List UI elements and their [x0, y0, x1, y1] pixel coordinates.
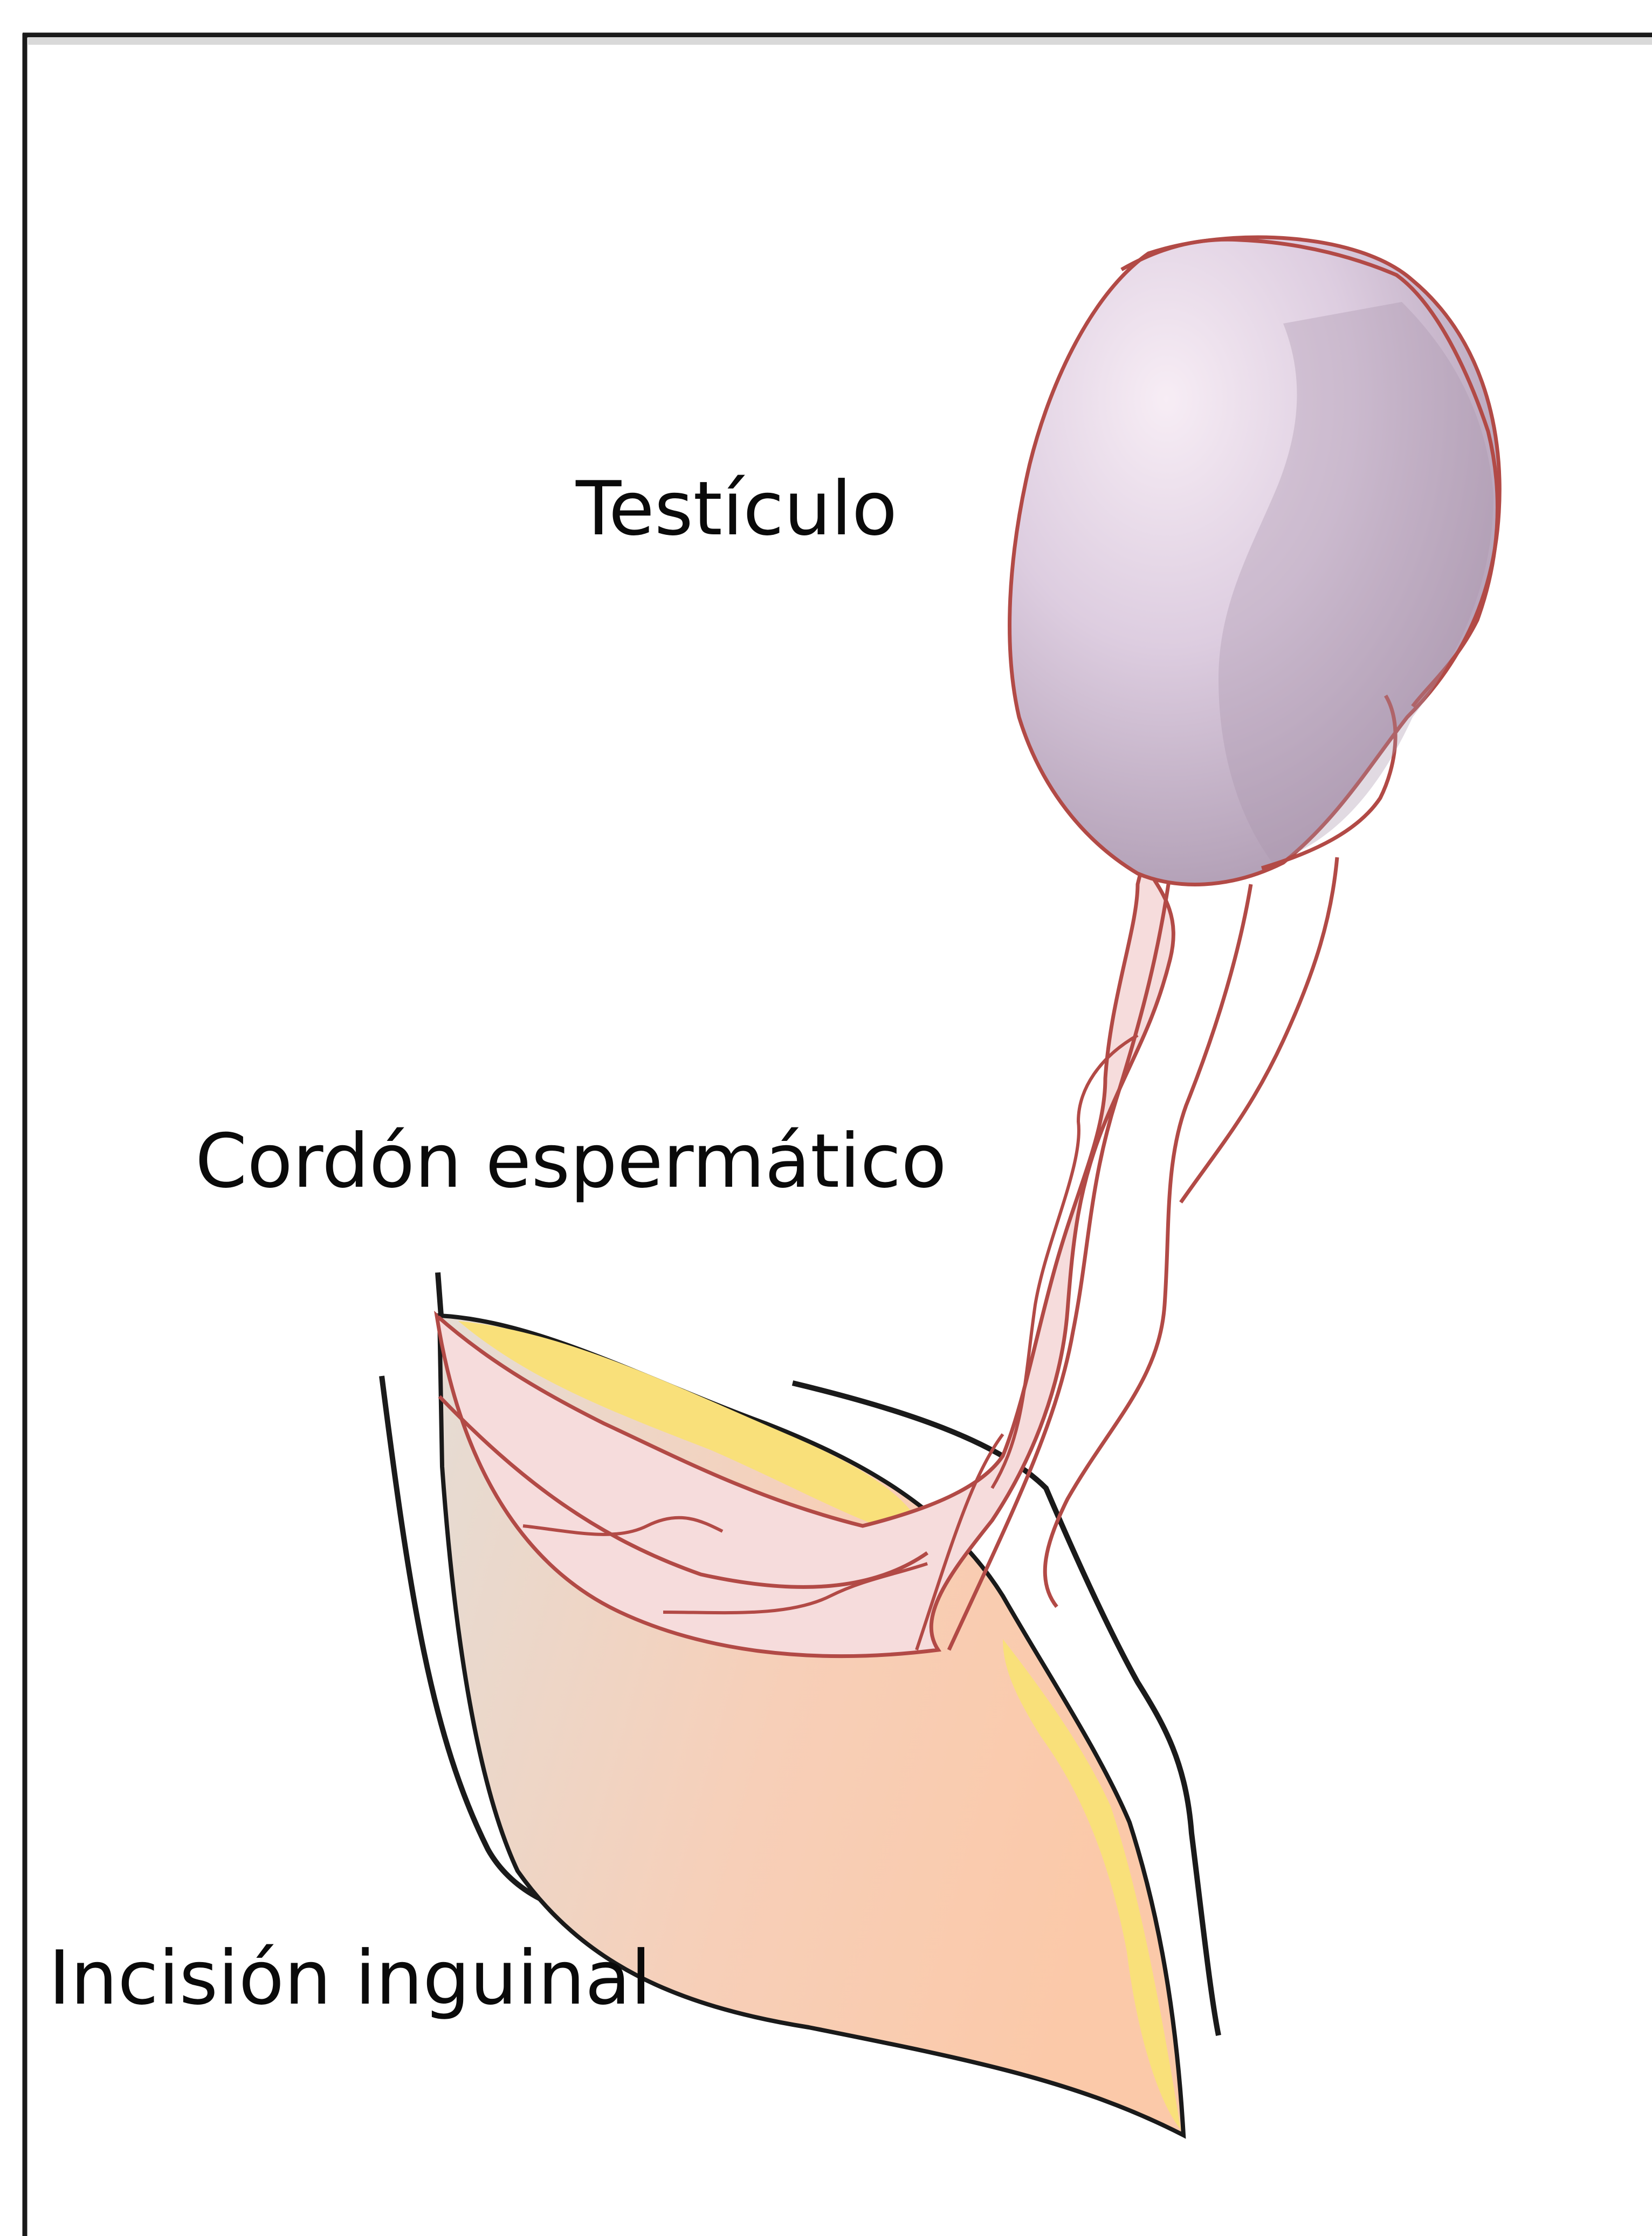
testicle-label: Testículo	[576, 472, 897, 546]
inguinal-incision-label: Incisión inguinal	[49, 1941, 651, 2015]
cord-strand-3	[1181, 857, 1337, 1202]
spermatic-cord-label: Cordón espermático	[195, 1124, 947, 1199]
spermatic-cord	[437, 863, 1173, 1656]
cord-proximal-tip	[438, 1272, 441, 1316]
